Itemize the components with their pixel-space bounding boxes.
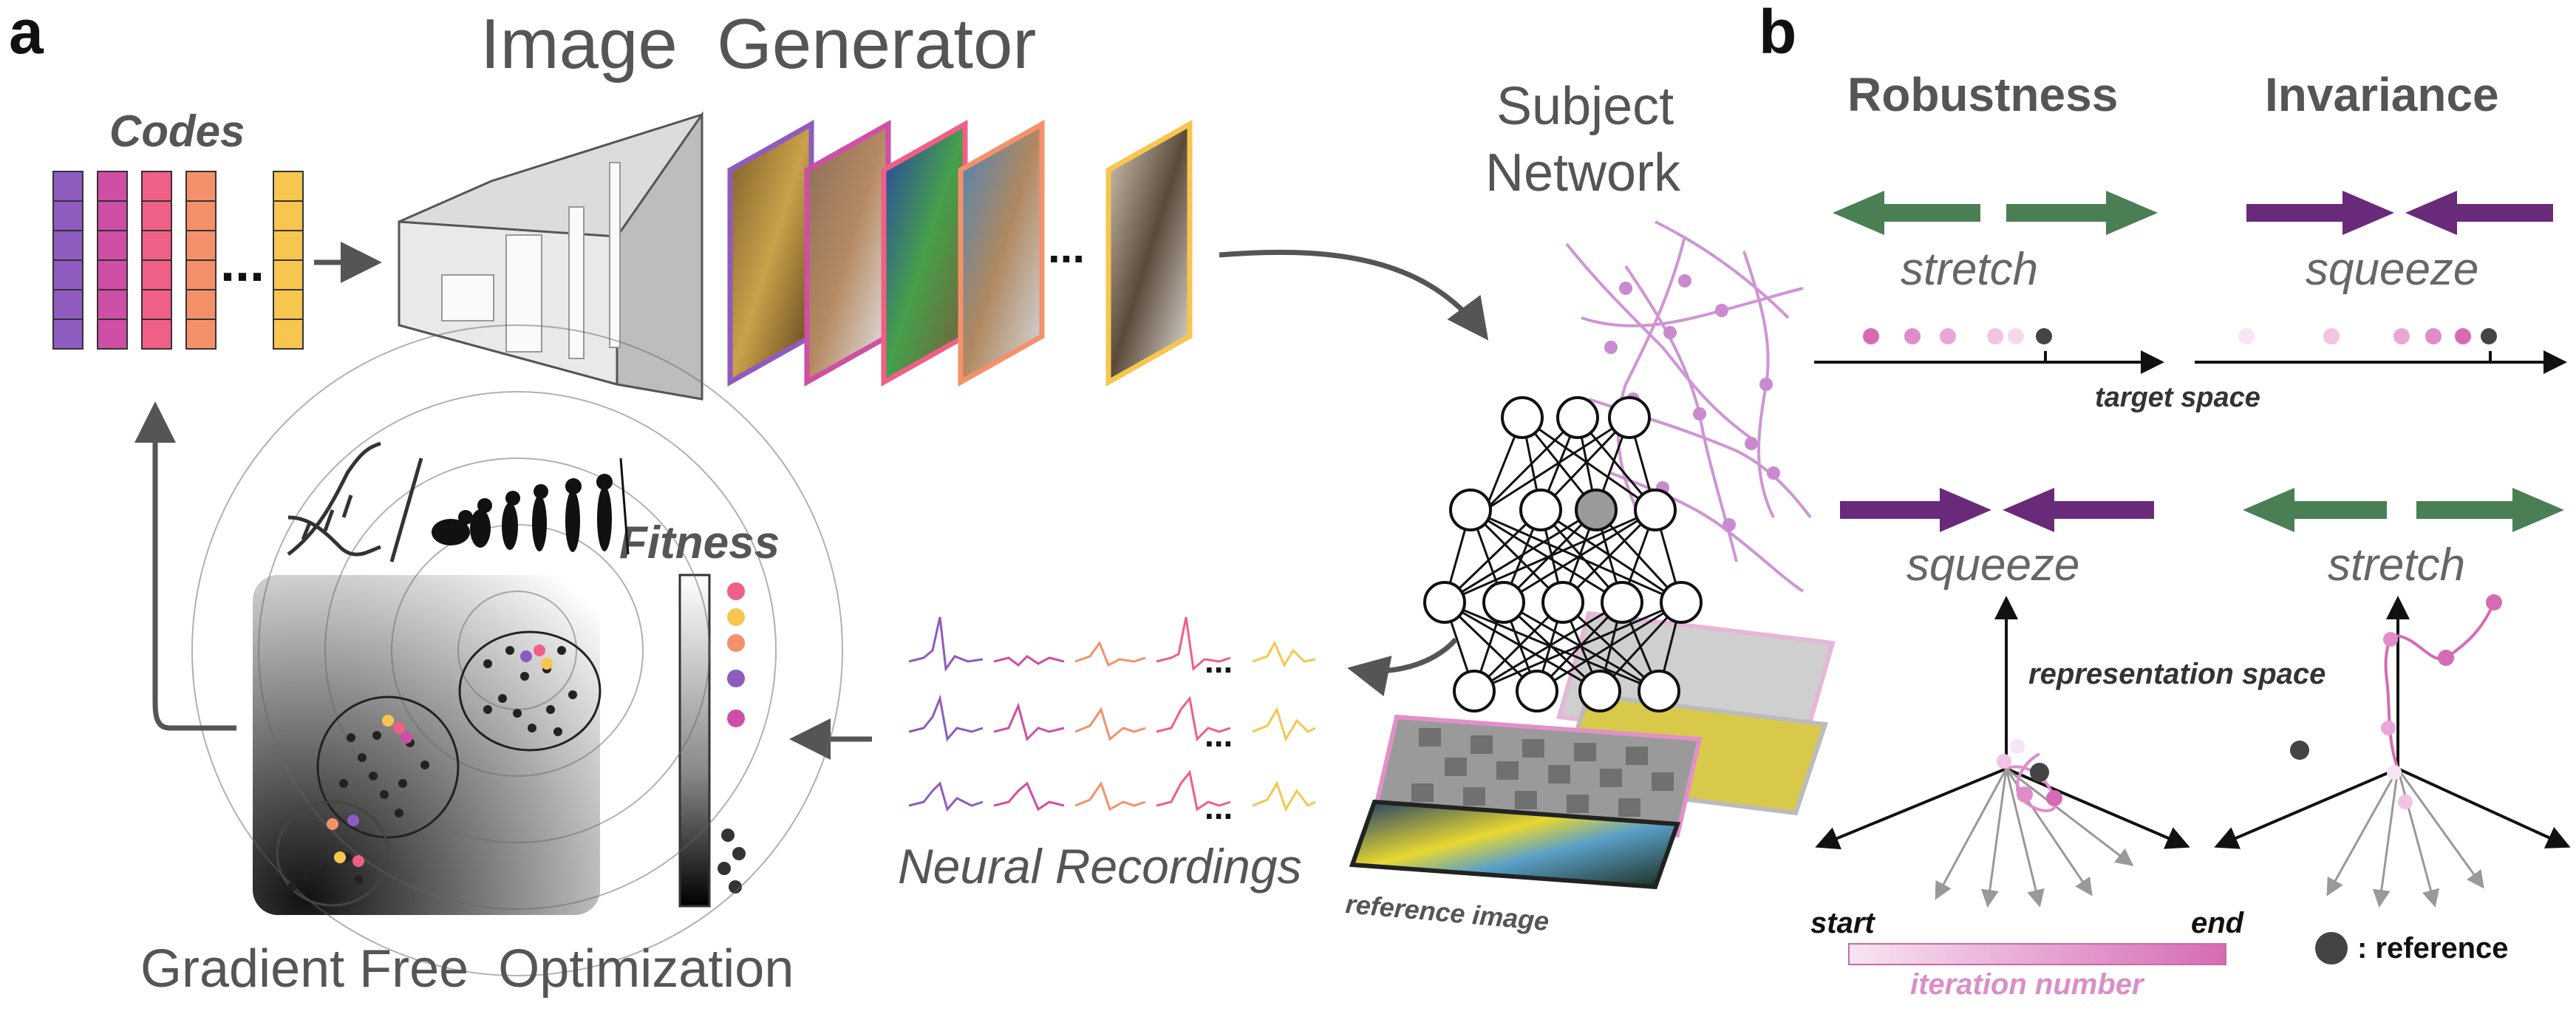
reference-image [1349, 799, 1681, 890]
trace-ellipsis: ... [1204, 642, 1233, 680]
representation-axes-invariance [2214, 594, 2571, 908]
robustness-title: Robustness [1847, 68, 2118, 121]
code-vector [273, 171, 304, 350]
code-vectors [52, 171, 304, 350]
subject-network-title-line1: Subject [1496, 77, 1674, 136]
generated-images [727, 120, 1193, 387]
biological-neurons-icon [1565, 220, 1812, 593]
neuron-somas [1604, 274, 1780, 531]
trace-row [908, 616, 1316, 673]
neural-recordings [908, 616, 1316, 812]
iteration-colorbar [1848, 943, 2226, 965]
generated-image [881, 120, 968, 387]
optimization-landscape [191, 324, 843, 976]
neural-recordings-label: Neural Recordings [898, 839, 1302, 894]
trace-ellipsis: ... [1204, 788, 1233, 826]
optimization-to-codes-arrow [134, 401, 236, 731]
artificial-network-icon [1423, 396, 1703, 712]
evolution-icon [432, 458, 630, 555]
robustness-squeeze-arrows [1840, 488, 2154, 532]
fitness-markers [718, 582, 746, 894]
invariance-title: Invariance [2265, 68, 2499, 121]
generated-image [958, 120, 1045, 387]
code-vector [185, 171, 217, 350]
target-unit [1575, 489, 1618, 531]
codes-label: Codes [109, 106, 245, 156]
code-ellipsis: ... [220, 234, 265, 293]
images-to-network-arrow [1219, 249, 1489, 341]
representation-axes-robustness [1815, 596, 2190, 908]
stretch-label-bottom: stretch [2328, 540, 2465, 591]
code-vector [97, 171, 128, 350]
population-cluster [316, 695, 460, 839]
code-vector [52, 171, 84, 350]
representation-space-label: representation space [2028, 658, 2325, 690]
reference-image-label: reference image [1344, 888, 1550, 936]
generated-image [727, 120, 814, 387]
reference-legend-label: : reference [2357, 932, 2509, 965]
generated-image [804, 120, 891, 387]
start-label: start [1810, 907, 1875, 939]
fitness-label: Fitness [619, 517, 780, 568]
invariance-squeeze-arrows [2246, 191, 2553, 235]
trace-row [908, 694, 1316, 742]
population-cluster [276, 800, 389, 907]
trace-ellipsis: ... [1204, 715, 1233, 754]
target-space-label: target space [2095, 382, 2260, 413]
target-points-invariance [2238, 328, 2497, 344]
subject-network-title-line2: Network [1485, 143, 1681, 203]
image-ellipsis: ... [1048, 222, 1085, 272]
generator-title: Image Generator [480, 4, 1036, 84]
iteration-number-label: iteration number [1910, 968, 2145, 1001]
generated-image [1105, 120, 1193, 387]
panel-a-label: a [9, 0, 44, 67]
trace-row [908, 769, 1316, 812]
fitness-colorbar [678, 574, 711, 908]
code-vector [141, 171, 172, 350]
robustness-stretch-arrows [1833, 191, 2158, 235]
network-to-recordings-arrow [1347, 637, 1458, 697]
end-label: end [2191, 907, 2245, 939]
target-points-robustness [1863, 328, 2052, 344]
feature-maps [1349, 610, 1836, 890]
dna-icon [287, 441, 423, 562]
squeeze-label-bottom: squeeze [1907, 540, 2079, 591]
stretch-label-top: stretch [1901, 244, 2038, 295]
panel-b-label: b [1759, 0, 1796, 67]
reference-legend-marker [2315, 932, 2348, 965]
invariance-stretch-arrows [2243, 488, 2564, 532]
optimization-label: Gradient Free Optimization [140, 939, 794, 999]
population-cluster [458, 630, 602, 752]
squeeze-label-top: squeeze [2306, 244, 2478, 295]
